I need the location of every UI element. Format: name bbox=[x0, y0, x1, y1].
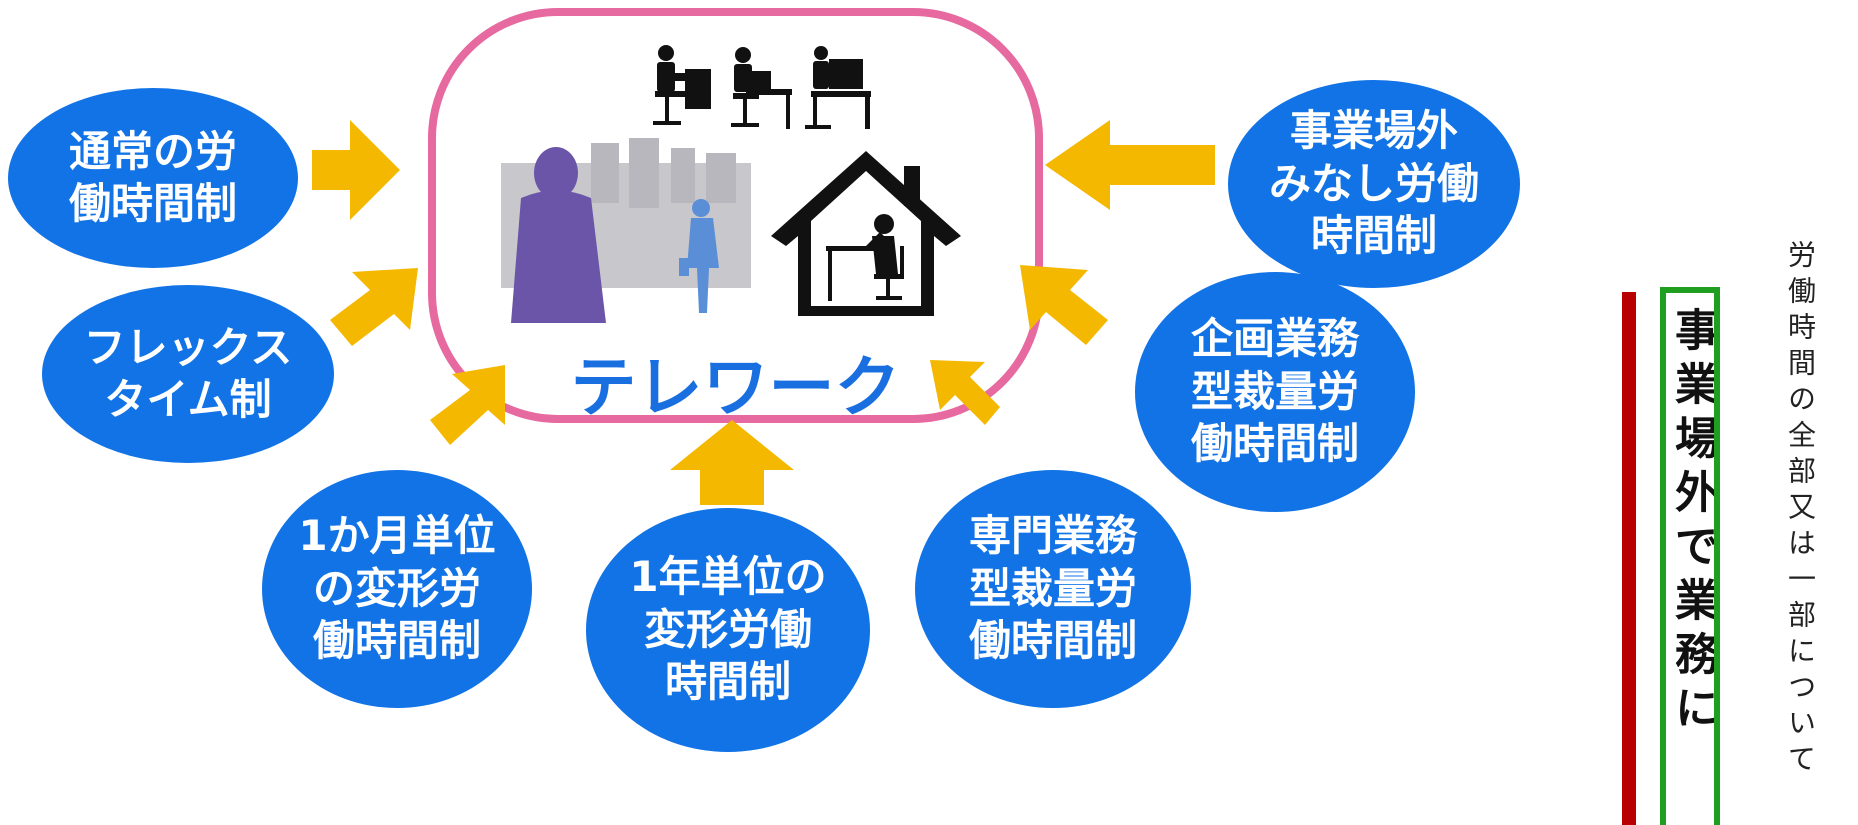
pill-planning-line1: 企画業務 bbox=[1190, 314, 1359, 364]
pill-monthly-line1: 1か月単位 bbox=[298, 511, 496, 561]
arrow-specialist bbox=[930, 360, 1000, 425]
telework-label: テレワーク bbox=[570, 349, 901, 426]
pill-specialist-line1: 専門業務 bbox=[968, 511, 1137, 561]
pill-outside-line3: 時間制 bbox=[1310, 211, 1437, 261]
arrow-planning bbox=[1020, 265, 1108, 345]
pill-outside-deemed: 事業場外 みなし労働 時間制 bbox=[1228, 80, 1520, 288]
pill-flex-line1: フレックス bbox=[83, 322, 293, 372]
pill-outside-line1: 事業場外 bbox=[1289, 106, 1458, 156]
arrow-flex bbox=[330, 268, 418, 346]
pill-monthly-line3: 働時間制 bbox=[312, 616, 481, 666]
pill-flextime: フレックス タイム制 bbox=[42, 285, 334, 463]
city-commuters-image bbox=[501, 138, 751, 323]
pill-planning-line3: 働時間制 bbox=[1190, 419, 1359, 469]
arrow-monthly bbox=[430, 365, 505, 445]
pill-yearly-line1: 1年単位の bbox=[629, 552, 827, 602]
pill-specialist-discretionary: 専門業務 型裁量労 働時間制 bbox=[915, 470, 1191, 708]
home-office-icon bbox=[771, 151, 961, 316]
pill-planning-discretionary: 企画業務 型裁量労 働時間制 bbox=[1135, 272, 1415, 512]
pill-yearly-variable: 1年単位の 変形労働 時間制 bbox=[586, 508, 870, 752]
pill-specialist-line2: 型裁量労 bbox=[968, 563, 1137, 613]
pill-planning-line2: 型裁量労 bbox=[1190, 366, 1359, 416]
pill-normal-line1: 通常の労 bbox=[68, 126, 237, 176]
arrow-normal bbox=[312, 120, 400, 220]
arrow-yearly bbox=[670, 420, 794, 505]
side-text: 労働時間の全部又は一部について bbox=[1784, 240, 1817, 780]
highlight-frame: 事業場外で業務に bbox=[1660, 287, 1720, 825]
office-workers-icon bbox=[653, 45, 871, 129]
pill-normal-line2: 働時間制 bbox=[68, 179, 237, 228]
pill-yearly-line2: 変形労働 bbox=[643, 604, 812, 654]
pill-monthly-line2: の変形労 bbox=[312, 563, 481, 613]
pill-yearly-line3: 時間制 bbox=[664, 657, 791, 707]
arrow-outside bbox=[1045, 120, 1215, 210]
pill-flex-line2: タイム制 bbox=[104, 375, 272, 424]
pill-outside-line2: みなし労働 bbox=[1268, 158, 1479, 208]
side-heading: 事業場外で業務に bbox=[1667, 307, 1718, 739]
red-bar bbox=[1622, 292, 1636, 825]
pill-normal-hours: 通常の労 働時間制 bbox=[8, 88, 298, 268]
pill-monthly-variable: 1か月単位 の変形労 働時間制 bbox=[262, 470, 532, 708]
telework-frame: テレワーク bbox=[428, 8, 1043, 426]
pill-specialist-line3: 働時間制 bbox=[968, 616, 1137, 666]
